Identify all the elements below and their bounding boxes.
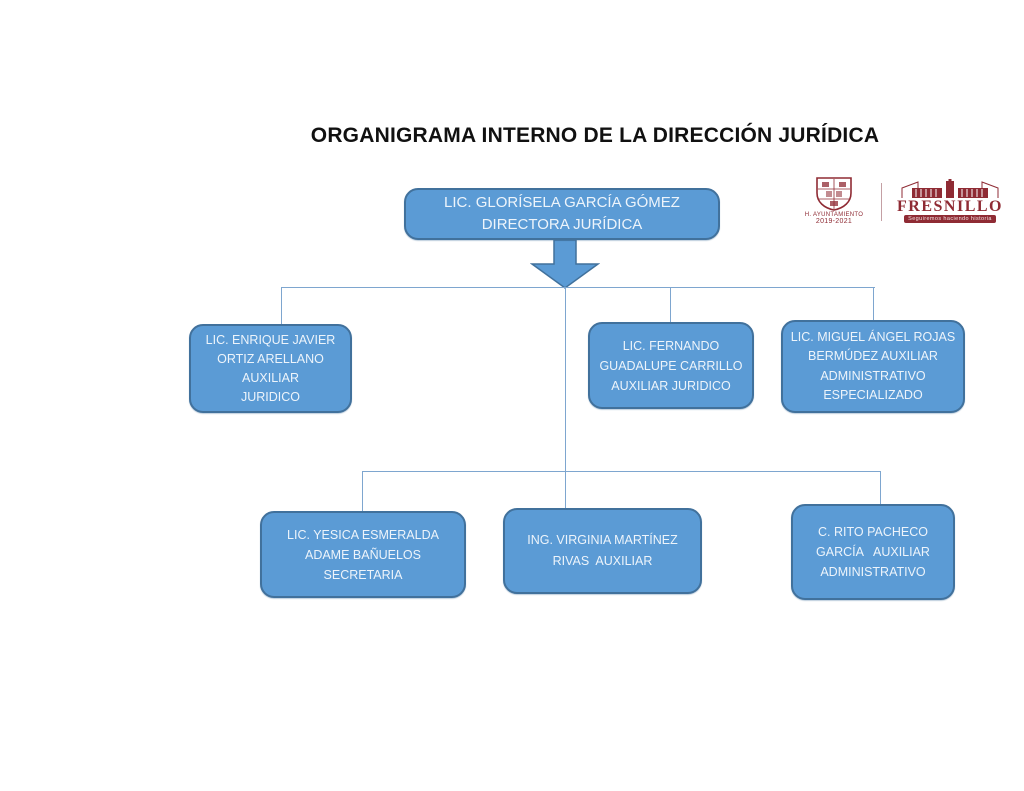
org-node-line: ADAME BAÑUELOS: [304, 547, 421, 562]
org-node-line: ESPECIALIZADO: [823, 388, 923, 402]
org-node-line: AUXILIAR: [242, 370, 299, 385]
org-node-line: AUXILIAR JURIDICO: [611, 378, 731, 393]
org-node-auxiliar-rivas: ING. VIRGINIA MARTÍNEZ RIVAS AUXILIAR: [503, 508, 702, 594]
org-node-auxiliar-juridico-2: LIC. FERNANDO GUADALUPE CARRILLO AUXILIA…: [588, 322, 754, 409]
ayuntamiento-crest-icon: [816, 177, 852, 211]
org-node-line: ORTIZ ARELLANO: [217, 351, 324, 366]
connector-v-level2-left: [281, 287, 282, 325]
ayuntamiento-years: 2019-2021: [815, 218, 853, 225]
org-node-line: GUADALUPE CARRILLO: [599, 358, 743, 373]
org-node-line: ING. VIRGINIA MARTÍNEZ: [527, 533, 678, 547]
org-node-line: ADMINISTRATIVO: [820, 565, 926, 579]
org-node-line: LIC. MIGUEL ÁNGEL ROJAS: [790, 329, 956, 344]
org-node-line: RIVAS AUXILIAR: [552, 554, 653, 568]
connector-h-level3: [362, 471, 881, 472]
org-node-line: GARCÍA AUXILIAR: [816, 545, 930, 559]
org-node-line: SECRETARIA: [323, 567, 403, 582]
fresnillo-wordmark: FRESNILLO: [897, 198, 1003, 215]
org-node-line: LIC. FERNANDO: [622, 338, 720, 353]
org-node-line: LIC. ENRIQUE JAVIER: [205, 332, 336, 347]
connector-v-level3-left: [362, 471, 363, 512]
down-arrow-icon: [530, 240, 600, 289]
connector-v-level2-middle: [670, 287, 671, 323]
connector-v-level3-right: [880, 471, 881, 505]
org-node-secretaria: LIC. YESICA ESMERALDA ADAME BAÑUELOS SEC…: [260, 511, 466, 598]
fresnillo-logo: FRESNILLO Seguiremos haciendo historia: [891, 179, 1009, 223]
fresnillo-tagline: Seguiremos haciendo historia: [904, 215, 996, 223]
org-node-auxiliar-administrativo: C. RITO PACHECO GARCÍA AUXILIAR ADMINIST…: [791, 504, 955, 600]
org-node-line: LIC. YESICA ESMERALDA: [287, 527, 439, 542]
org-node-line: JURIDICO: [240, 389, 301, 404]
ayuntamiento-logo: H. AYUNTAMIENTO 2019-2021: [795, 177, 873, 225]
org-node-auxiliar-administrativo-especializado: LIC. MIGUEL ÁNGEL ROJAS BERMÚDEZ AUXILIA…: [781, 320, 965, 413]
fresnillo-building-icon: [901, 179, 999, 198]
org-node-role: DIRECTORA JURÍDICA: [481, 216, 643, 233]
org-node-line: C. RITO PACHECO: [818, 525, 928, 539]
logo-divider: [881, 183, 882, 221]
page-title: ORGANIGRAMA INTERNO DE LA DIRECCIÓN JURÍ…: [310, 124, 880, 147]
org-node-name: LIC. GLORÍSELA GARCÍA GÓMEZ: [444, 194, 680, 211]
org-node-auxiliar-juridico-1: LIC. ENRIQUE JAVIER ORTIZ ARELLANO AUXIL…: [189, 324, 352, 413]
connector-v-center: [565, 288, 566, 509]
connector-h-level2: [281, 287, 875, 288]
org-node-line: BERMÚDEZ AUXILIAR: [808, 349, 938, 363]
connector-v-level2-right: [873, 287, 874, 321]
org-node-directora: LIC. GLORÍSELA GARCÍA GÓMEZ DIRECTORA JU…: [404, 188, 720, 240]
org-node-line: ADMINISTRATIVO: [820, 368, 926, 383]
logo-strip: H. AYUNTAMIENTO 2019-2021: [795, 175, 1010, 235]
ayuntamiento-label: H. AYUNTAMIENTO: [804, 212, 864, 218]
